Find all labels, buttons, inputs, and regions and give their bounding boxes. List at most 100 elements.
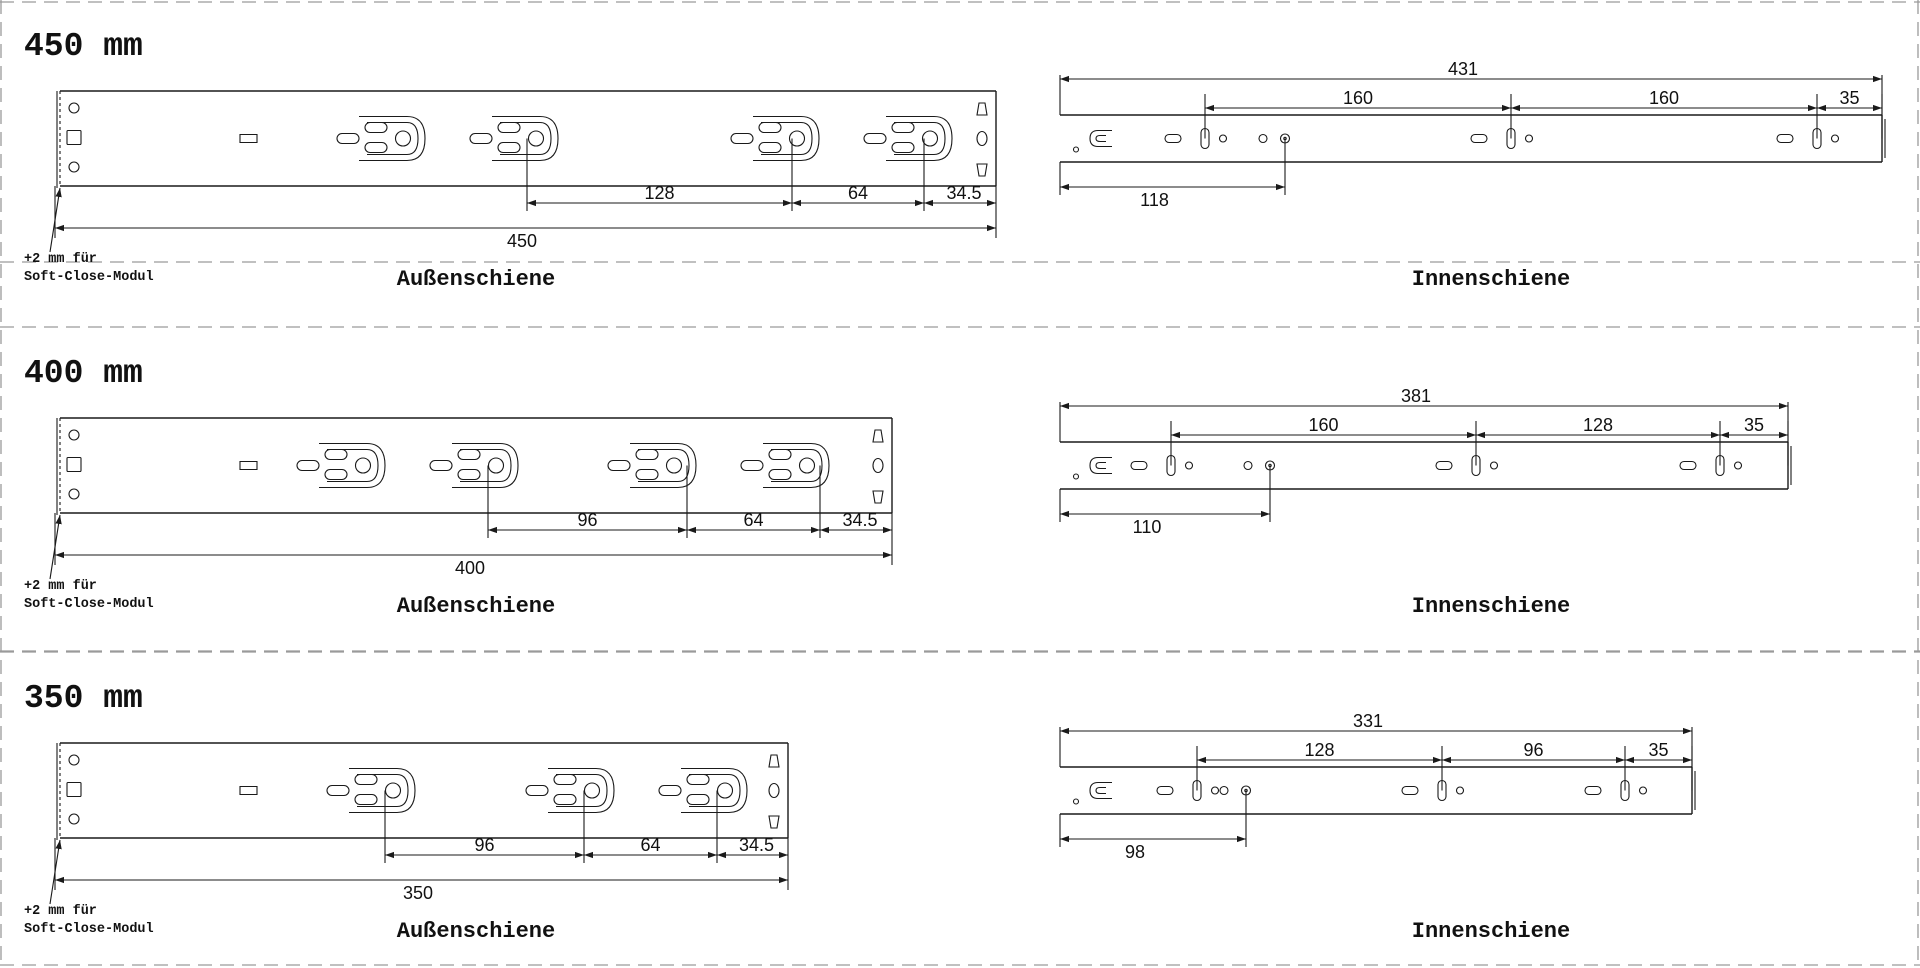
- bracket-outline: [452, 442, 519, 489]
- slot-hole: [1164, 133, 1182, 144]
- bracket-outline: [894, 121, 946, 156]
- section-title: 400 mm: [24, 355, 143, 392]
- small-hole: [1524, 134, 1534, 143]
- slot-hole: [354, 773, 378, 786]
- bracket-outline: [689, 773, 741, 808]
- bracket-hole: [716, 782, 734, 799]
- total-dimension-label: 331: [1353, 711, 1383, 731]
- bracket-hole: [354, 457, 372, 474]
- slot-hole: [457, 468, 481, 481]
- bracket-hole: [394, 130, 412, 147]
- slot-hole: [457, 448, 481, 461]
- slot-hole: [525, 784, 549, 797]
- small-hole: [1455, 786, 1465, 795]
- end-slot: [768, 754, 780, 768]
- bracket-outline: [349, 767, 416, 814]
- soft-close-note: +2 mm für: [24, 579, 97, 594]
- small-slot: [239, 133, 258, 144]
- slot-hole: [1435, 460, 1453, 471]
- slot-hole: [1401, 785, 1419, 796]
- bracket-hole: [788, 130, 806, 147]
- dimension-label: 96: [577, 510, 597, 530]
- hook: [1089, 456, 1112, 475]
- dimension-label: 34.5: [842, 510, 877, 530]
- mount-hole: [68, 161, 80, 173]
- slot-hole: [469, 132, 493, 145]
- total-dimension-label: 431: [1448, 59, 1478, 79]
- slot-hole: [635, 468, 659, 481]
- dimension-label: 64: [848, 183, 868, 203]
- inner-rail-caption: Innenschiene: [1412, 594, 1570, 619]
- bracket-outline: [500, 121, 552, 156]
- soft-close-note: Soft-Close-Modul: [24, 270, 154, 285]
- slot-hole: [429, 459, 453, 472]
- dimension-label: 128: [1583, 415, 1613, 435]
- hook: [1089, 781, 1112, 800]
- hook: [1095, 461, 1106, 470]
- slot-hole: [863, 132, 887, 145]
- slot-hole: [324, 468, 348, 481]
- dimension-label: 160: [1343, 88, 1373, 108]
- end-slot: [768, 815, 780, 829]
- slot-hole: [758, 141, 782, 154]
- small-hole: [1489, 461, 1499, 470]
- square-hole: [66, 781, 82, 798]
- dimension-label: 96: [474, 835, 494, 855]
- total-dimension-label: 400: [455, 558, 485, 578]
- dimension-label: 64: [743, 510, 763, 530]
- soft-close-note: +2 mm für: [24, 252, 97, 267]
- dimension-label: 35: [1648, 740, 1668, 760]
- slot-hole: [686, 773, 710, 786]
- small-slot: [239, 785, 258, 796]
- slot-hole: [553, 773, 577, 786]
- square-hole: [66, 129, 82, 146]
- slot-hole: [364, 121, 388, 134]
- offset-dimension-label: 110: [1133, 517, 1162, 537]
- outer-rail-caption: Außenschiene: [397, 267, 555, 292]
- bracket-hole: [384, 782, 402, 799]
- bracket-outline: [357, 773, 409, 808]
- slot-hole: [635, 448, 659, 461]
- bracket-hole: [527, 130, 545, 147]
- leader-line: [49, 514, 62, 580]
- end-slot: [872, 490, 884, 504]
- end-hole: [872, 457, 884, 474]
- end-hole: [768, 782, 780, 799]
- dimension-label: 34.5: [946, 183, 981, 203]
- total-dimension-label: 350: [403, 883, 433, 903]
- slot-hole: [364, 141, 388, 154]
- mount-hole: [68, 429, 80, 441]
- slot-hole: [1679, 460, 1697, 471]
- slot-hole: [740, 459, 764, 472]
- soft-close-note: Soft-Close-Modul: [24, 922, 154, 937]
- bracket-outline: [327, 448, 379, 483]
- mount-hole: [68, 813, 80, 825]
- slot-hole: [658, 784, 682, 797]
- bracket-outline: [548, 767, 615, 814]
- offset-dimension-label: 98: [1125, 842, 1145, 862]
- bracket-outline: [630, 442, 697, 489]
- soft-close-note: +2 mm für: [24, 904, 97, 919]
- bracket-outline: [681, 767, 748, 814]
- slot-hole: [354, 793, 378, 806]
- small-hole: [1072, 146, 1080, 153]
- dimension-label: 128: [644, 183, 674, 203]
- bracket-outline: [556, 773, 608, 808]
- total-dimension-label: 381: [1401, 386, 1431, 406]
- bracket-outline: [763, 442, 830, 489]
- end-slot: [976, 163, 988, 177]
- slot-hole: [1470, 133, 1488, 144]
- bracket-outline: [771, 448, 823, 483]
- bracket-outline: [460, 448, 512, 483]
- slot-hole: [607, 459, 631, 472]
- dimension-label: 35: [1839, 88, 1859, 108]
- slot-hole: [336, 132, 360, 145]
- small-hole: [1733, 461, 1743, 470]
- dimension-label: 35: [1744, 415, 1764, 435]
- bracket-hole: [583, 782, 601, 799]
- inner-rail-caption: Innenschiene: [1412, 267, 1570, 292]
- small-hole: [1638, 786, 1648, 795]
